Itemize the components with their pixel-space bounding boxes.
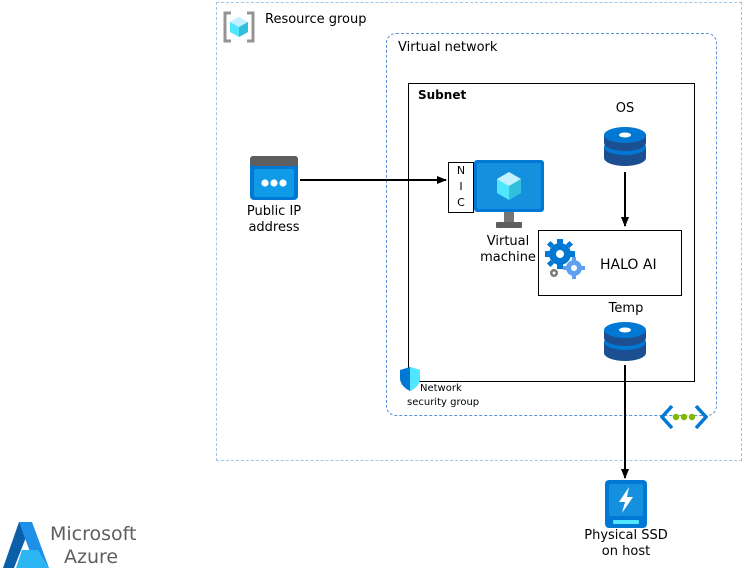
virtual-network-label: Virtual network <box>398 40 498 55</box>
nic-letter: N <box>456 164 466 177</box>
nic-letter: C <box>457 196 465 209</box>
public-ip-icon <box>250 156 298 200</box>
ssd-label: Physical SSD on host <box>576 528 676 560</box>
virtual-machine-label-line1: Virtual <box>486 234 530 249</box>
public-ip-label-line2: address <box>248 220 300 235</box>
resource-group-label: Resource group <box>265 12 367 27</box>
subnet-container <box>408 83 695 382</box>
disk-icon <box>604 127 646 166</box>
virtual-machine-label-line2: machine <box>480 250 536 265</box>
temp-disk-label: Temp <box>608 301 644 316</box>
public-ip-label: Public IP address <box>238 204 310 236</box>
ssd-icon <box>605 480 647 528</box>
shield-icon <box>400 367 420 391</box>
halo-ai-label: HALO AI <box>600 257 657 273</box>
brand-line1: Microsoft <box>50 523 137 545</box>
resource-group-container <box>216 2 742 461</box>
azure-logo-icon <box>3 522 49 568</box>
public-ip-label-line1: Public IP <box>246 204 302 219</box>
nsg-label-line1: Network <box>420 383 462 394</box>
nic-letter: I <box>459 180 463 193</box>
os-disk-label: OS <box>615 101 635 116</box>
vnet-peering-icon <box>660 404 708 430</box>
ssd-label-line1: Physical SSD <box>584 528 668 543</box>
nic-box: N I C <box>448 162 474 213</box>
virtual-network-container <box>386 33 717 416</box>
virtual-machine-label: Virtual machine <box>472 234 544 266</box>
brand-line2: Azure <box>64 546 119 568</box>
subnet-label: Subnet <box>418 88 467 102</box>
disk-icon <box>604 322 646 361</box>
virtual-machine-icon <box>474 160 544 228</box>
ssd-label-line2: on host <box>601 544 651 559</box>
nsg-label-line2: security group <box>407 397 480 408</box>
resource-group-icon <box>223 11 255 43</box>
gears-icon <box>545 239 585 279</box>
